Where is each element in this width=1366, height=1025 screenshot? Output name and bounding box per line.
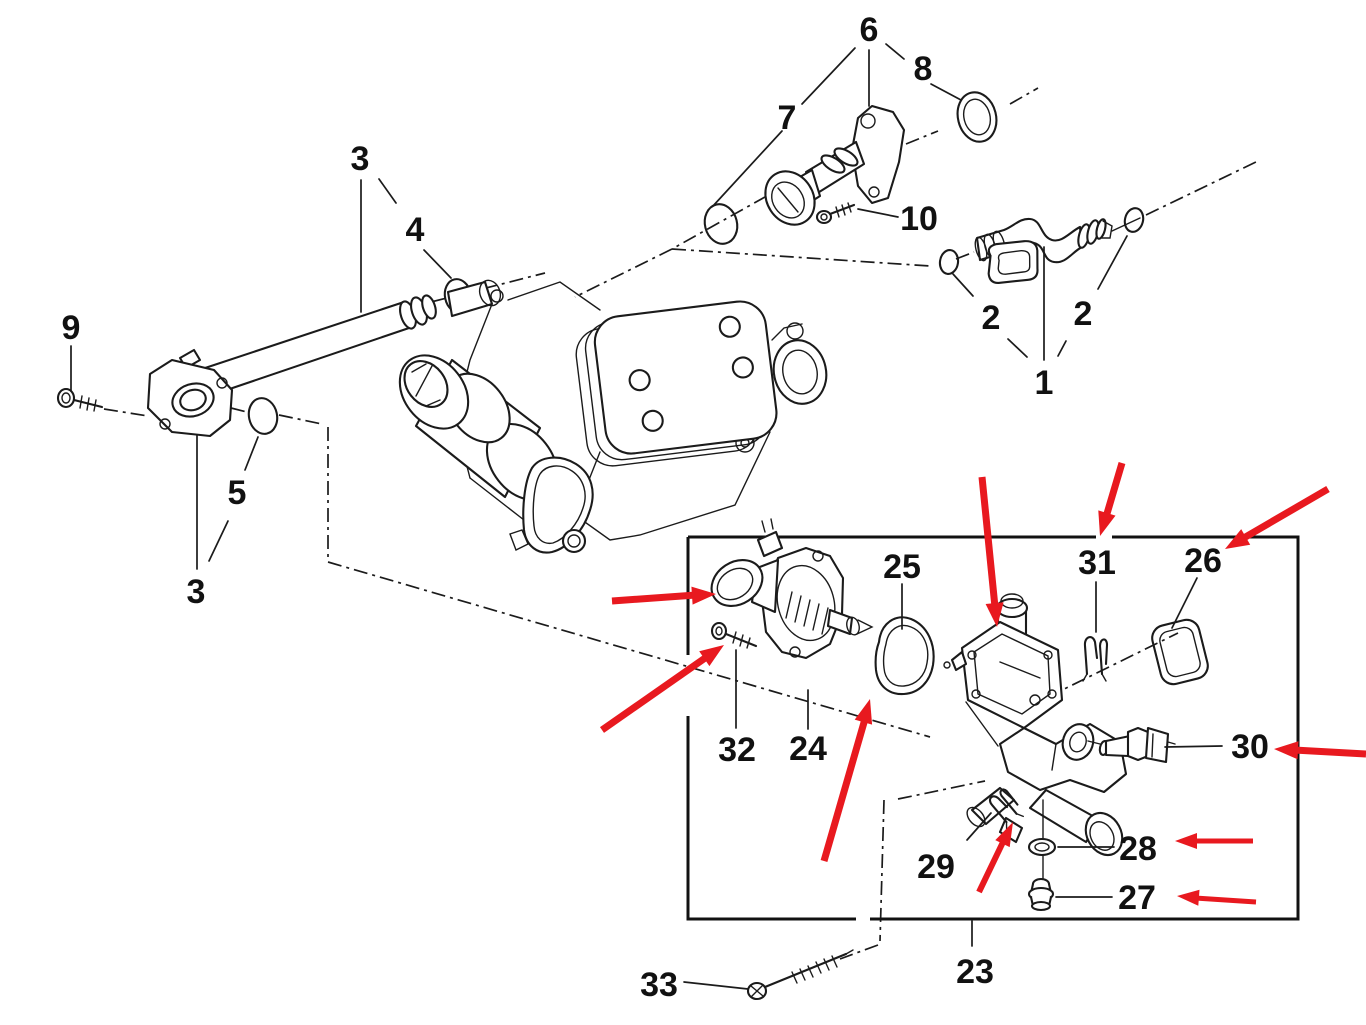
part-water-outlet-tube bbox=[703, 91, 998, 245]
oil-filter-housing bbox=[398, 354, 559, 501]
clip-31 bbox=[1082, 636, 1109, 682]
bolt-10 bbox=[815, 202, 856, 225]
red-arrows bbox=[599, 462, 1366, 906]
callout-26: 26 bbox=[1184, 542, 1222, 580]
red-arrow-9 bbox=[1177, 889, 1257, 906]
gasket-26 bbox=[1151, 618, 1209, 686]
callout-30: 30 bbox=[1231, 728, 1269, 766]
callout-33: 33 bbox=[640, 966, 678, 1004]
callout-31: 31 bbox=[1078, 544, 1116, 582]
part-oil-cooler-assembly bbox=[398, 279, 828, 554]
clip-29 bbox=[988, 788, 1024, 830]
callout-2-left: 2 bbox=[982, 299, 1001, 337]
red-arrow-5 bbox=[1098, 462, 1126, 536]
callout-3-top: 3 bbox=[351, 140, 370, 178]
detail-box bbox=[686, 535, 1300, 921]
callout-29: 29 bbox=[917, 848, 955, 886]
drain-plug-27 bbox=[1027, 877, 1055, 912]
red-arrow-2 bbox=[599, 645, 724, 733]
callout-28: 28 bbox=[1119, 830, 1157, 868]
o-ring-28 bbox=[1027, 799, 1057, 883]
part-water-pipe-assembly bbox=[56, 278, 473, 438]
callout-1: 1 bbox=[1035, 364, 1054, 402]
red-arrow-10 bbox=[976, 822, 1013, 894]
callout-8: 8 bbox=[914, 50, 933, 88]
callout-9: 9 bbox=[62, 309, 81, 347]
screw-33 bbox=[746, 949, 854, 1001]
o-ring-2-right bbox=[1123, 207, 1145, 233]
pipe-flange bbox=[146, 358, 234, 438]
callout-23: 23 bbox=[956, 953, 994, 991]
callout-2-right: 2 bbox=[1074, 295, 1093, 333]
bolt-9 bbox=[56, 387, 104, 412]
callout-24: 24 bbox=[789, 730, 827, 768]
adapter-ring bbox=[771, 322, 828, 405]
callout-32: 32 bbox=[718, 731, 756, 769]
heat-exchanger bbox=[575, 300, 778, 467]
part-heater-hose bbox=[938, 207, 1145, 284]
o-ring-7 bbox=[703, 203, 739, 245]
red-arrow-8 bbox=[1175, 833, 1253, 849]
gasket-25 bbox=[874, 616, 935, 696]
callout-7: 7 bbox=[778, 99, 797, 137]
red-arrow-4 bbox=[978, 476, 1004, 627]
o-ring-5 bbox=[247, 397, 279, 435]
callout-5: 5 bbox=[228, 474, 247, 512]
bolt-32 bbox=[710, 621, 758, 649]
callout-3-bottom: 3 bbox=[187, 573, 206, 611]
red-arrow-7 bbox=[1274, 741, 1366, 760]
callout-4: 4 bbox=[406, 211, 425, 249]
callout-25: 25 bbox=[883, 548, 921, 586]
red-arrow-3 bbox=[820, 699, 873, 862]
red-arrow-6 bbox=[1225, 485, 1330, 549]
part-thermostat-housing bbox=[943, 593, 1128, 857]
callout-6: 6 bbox=[860, 11, 879, 49]
o-ring-2-left bbox=[938, 249, 960, 275]
leader-lines bbox=[70, 43, 1223, 990]
sensor-30 bbox=[1087, 726, 1176, 764]
o-ring-8 bbox=[956, 91, 998, 143]
callout-27: 27 bbox=[1118, 879, 1156, 917]
callout-labels: 6 8 7 10 3 4 9 5 3 2 2 1 25 31 26 32 24 … bbox=[62, 11, 1269, 1004]
bracket-gasket bbox=[509, 456, 594, 554]
red-arrow-1 bbox=[611, 586, 716, 605]
callout-10: 10 bbox=[900, 200, 938, 238]
part-thermostat bbox=[710, 518, 874, 660]
